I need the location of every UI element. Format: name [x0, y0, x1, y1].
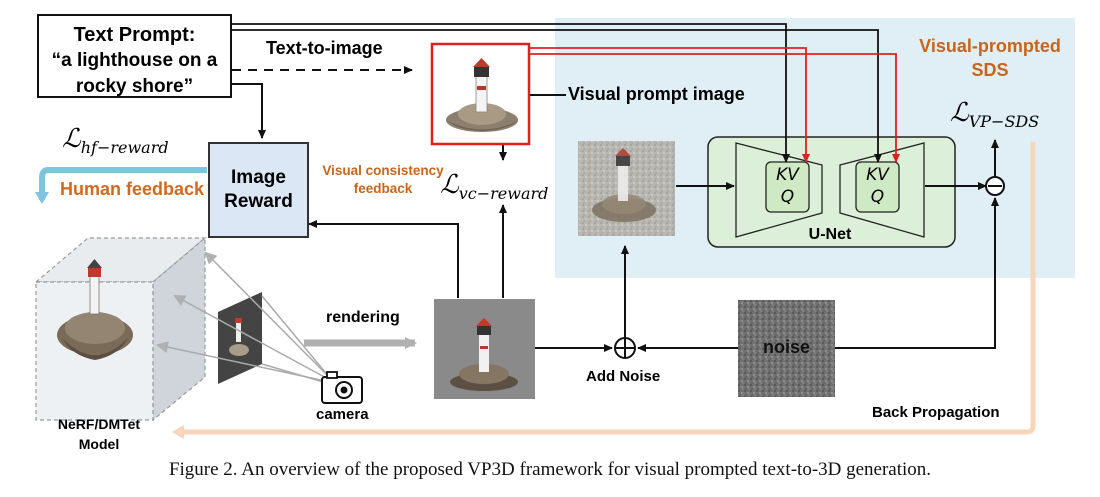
unet-label: U-Net: [808, 226, 852, 243]
camera-rays: [156, 251, 331, 385]
prompt-to-reward-arrow: [232, 83, 266, 139]
kv-left-text: KV: [776, 165, 799, 185]
back-propagation-arrow: [172, 142, 1036, 439]
model-line2: Model: [78, 436, 120, 452]
q-left-text: Q: [780, 187, 795, 207]
camera-label: camera: [316, 406, 369, 423]
noise-to-minus-arrow: [835, 197, 999, 349]
kvq-right-label: KV Q: [856, 164, 899, 208]
rendered-to-reward-arrow: [308, 220, 459, 298]
human-feedback-label: Human feedback: [60, 179, 205, 199]
visual-consistency-line1: Visual consistency: [322, 163, 444, 178]
kv-right-text: KV: [866, 165, 889, 185]
visual-prompt-image: [430, 42, 531, 146]
model-label: NeRF/DMTet Model: [44, 414, 154, 454]
loss-vc-reward: ℒvc−reward: [440, 170, 548, 203]
human-feedback-arrow: [35, 167, 207, 204]
noisy-image: [578, 141, 675, 236]
loss-hf-reward-symbol: ℒ: [62, 124, 81, 154]
visual-prompted-sds-line1: Visual-prompted: [919, 36, 1061, 56]
image-reward-box: Image Reward: [208, 142, 309, 238]
visual-consistency-line2: feedback: [353, 181, 413, 196]
image-reward-line2: Reward: [224, 191, 293, 212]
noise-image: [738, 300, 835, 397]
nerf-cube: [34, 236, 207, 422]
text-to-image-label: Text-to-image: [266, 38, 383, 58]
visual-prompt-to-kv-right-arrow: [530, 53, 900, 163]
text-prompt-title: Text Prompt:: [73, 24, 196, 46]
visual-prompt-image-label: Visual prompt image: [568, 84, 745, 104]
prompt-to-kv-right-arrow: [232, 29, 882, 163]
model-line1: NeRF/DMTet: [57, 416, 141, 432]
rendered-image: [434, 299, 535, 399]
q-right-text: Q: [870, 187, 885, 207]
text-prompt-box: Text Prompt: “a lighthouse on a rocky sh…: [37, 14, 232, 98]
loss-vp-sds-subscript: VP−SDS: [968, 112, 1040, 131]
visual-prompted-sds-line2: SDS: [971, 60, 1009, 80]
loss-hf-reward-subscript: hf−reward: [80, 138, 169, 157]
visual-prompted-sds-label: Visual-prompted SDS: [915, 34, 1065, 82]
loss-vc-reward-subscript: vc−reward: [458, 184, 549, 203]
loss-hf-reward: ℒhf−reward: [62, 124, 169, 157]
text-prompt-line1: “a lighthouse on a: [51, 50, 218, 71]
prompt-to-kv-left-arrow: [232, 23, 790, 163]
image-reward-line1: Image: [231, 167, 286, 188]
loss-vc-reward-symbol: ℒ: [440, 170, 459, 200]
add-noise-label: Add Noise: [586, 368, 661, 385]
visual-prompt-to-kv-left-arrow: [530, 47, 810, 163]
visual-consistency-feedback-label: Visual consistency feedback: [318, 162, 448, 198]
kvq-left-label: KV Q: [766, 164, 809, 208]
camera-icon: [321, 371, 363, 404]
back-propagation-label: Back Propagation: [872, 404, 1000, 421]
loss-vp-sds-symbol: ℒ: [950, 98, 969, 128]
figure-caption: Figure 2. An overview of the proposed VP…: [168, 459, 932, 480]
rendering-label: rendering: [326, 309, 400, 326]
text-prompt-line2: rocky shore”: [75, 76, 194, 97]
noise-label: noise: [762, 337, 810, 357]
loss-vp-sds: ℒVP−SDS: [950, 98, 1039, 131]
image-plane: [218, 292, 262, 384]
